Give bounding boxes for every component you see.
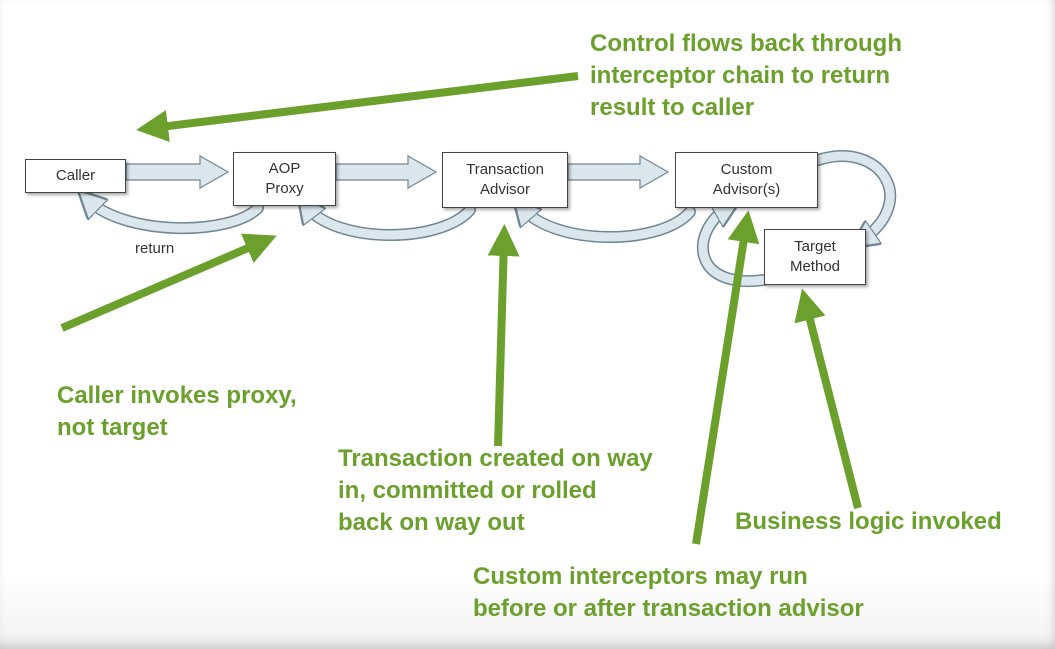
business-logic-annotation: Business logic invoked — [735, 508, 1002, 535]
annotation-arrow-caller-invokes-proxy — [60, 233, 277, 332]
custom-advisors-box: Custom Advisor(s) — [675, 152, 818, 208]
return-arrow-target-to-custom — [696, 208, 770, 288]
target-method-box: Target Method — [764, 229, 866, 285]
transaction-advisor-box: Transaction Advisor — [442, 152, 568, 208]
annotation-arrow-business-logic — [794, 288, 862, 509]
annotation-arrow-transaction-created — [487, 224, 520, 447]
return-arrow-transaction-to-proxy — [306, 206, 476, 241]
custom-interceptors-annotation: Custom interceptors may run before or af… — [473, 563, 864, 622]
caller-box: Caller — [25, 159, 126, 193]
return-arrow-proxy-to-caller — [88, 200, 264, 235]
transaction-created-annotation: Transaction created on way in, committed… — [338, 445, 653, 536]
flow-arrow-transaction-to-custom — [567, 154, 670, 190]
return-label: return — [135, 240, 175, 257]
call-arrow-custom-to-target — [812, 150, 897, 240]
return-flow-arrows — [88, 150, 897, 288]
aop-proxy-box: AOP Proxy — [233, 152, 336, 206]
control-flows-back-annotation: Control flows back through interceptor c… — [590, 30, 902, 121]
flow-arrow-caller-to-proxy — [125, 154, 230, 190]
annotation-arrow-control-flows-back — [136, 72, 579, 142]
return-arrow-custom-to-transaction — [522, 208, 696, 243]
annotation-arrows — [60, 72, 862, 545]
annotation-arrow-custom-interceptors — [692, 210, 760, 545]
flow-arrow-proxy-to-transaction — [335, 154, 438, 190]
caller-invokes-proxy-annotation: Caller invokes proxy, not target — [57, 382, 297, 441]
forward-flow-arrows — [125, 154, 670, 190]
